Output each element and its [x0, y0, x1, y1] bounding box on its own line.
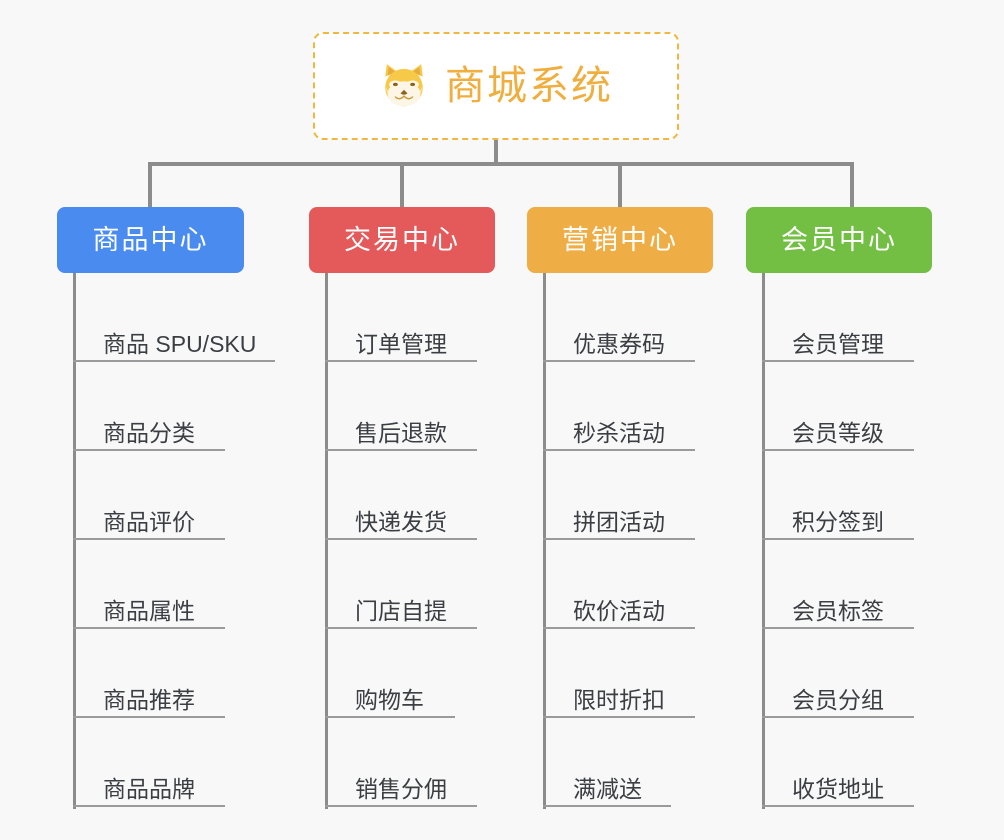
leaf-label: 商品分类: [103, 420, 195, 446]
column-spine: [543, 273, 546, 809]
leaf-underline: [73, 805, 225, 807]
leaf-item[interactable]: 订单管理: [325, 273, 477, 362]
leaf-item[interactable]: 砍价活动: [543, 540, 695, 629]
leaf-underline: [325, 627, 477, 629]
leaf-label: 售后退款: [355, 420, 447, 446]
leaf-item[interactable]: 优惠券码: [543, 273, 695, 362]
leaf-item[interactable]: 限时折扣: [543, 629, 695, 718]
leaf-label: 会员分组: [792, 687, 884, 713]
leaf-label: 会员等级: [792, 420, 884, 446]
leaf-label: 商品推荐: [103, 687, 195, 713]
leaf-underline: [325, 449, 477, 451]
leaf-underline: [325, 805, 477, 807]
leaf-item[interactable]: 商品推荐: [73, 629, 270, 718]
category-label: 商品中心: [92, 224, 209, 255]
leaf-item[interactable]: 购物车: [325, 629, 461, 718]
column-spine: [325, 273, 328, 809]
leaf-item[interactable]: 会员等级: [762, 362, 914, 451]
dog-face-icon: [379, 61, 429, 111]
leaf-underline: [73, 360, 275, 362]
category-label: 交易中心: [344, 224, 460, 255]
leaf-item[interactable]: 商品分类: [73, 362, 270, 451]
leaf-underline: [325, 716, 455, 718]
leaf-item[interactable]: 快递发货: [325, 451, 477, 540]
column-spine: [73, 273, 76, 809]
connector-drop-4: [850, 162, 854, 209]
leaf-item[interactable]: 收货地址: [762, 718, 914, 807]
leaf-underline: [762, 627, 914, 629]
leaf-item[interactable]: 商品评价: [73, 451, 270, 540]
category-box-member-center[interactable]: 会员中心: [746, 207, 932, 273]
leaf-underline: [73, 716, 225, 718]
connector-trunk: [494, 140, 498, 164]
leaf-underline: [762, 360, 914, 362]
connector-bus: [148, 162, 854, 166]
leaf-item[interactable]: 会员分组: [762, 629, 914, 718]
leaf-underline: [762, 805, 914, 807]
leaf-label: 商品属性: [103, 598, 195, 624]
leaf-list: 订单管理售后退款快递发货门店自提购物车销售分佣: [325, 273, 477, 807]
connector-drop-1: [148, 162, 152, 209]
root-node[interactable]: 商城系统: [313, 32, 679, 140]
leaf-underline: [762, 716, 914, 718]
leaf-label: 拼团活动: [573, 509, 665, 535]
leaf-underline: [73, 538, 225, 540]
leaf-item[interactable]: 积分签到: [762, 451, 914, 540]
leaf-item[interactable]: 售后退款: [325, 362, 477, 451]
category-label: 会员中心: [781, 224, 897, 255]
leaf-label: 积分签到: [792, 509, 884, 535]
leaf-underline: [325, 538, 477, 540]
leaf-label: 会员管理: [792, 331, 884, 357]
leaf-label: 满减送: [573, 776, 642, 802]
leaf-underline: [543, 716, 695, 718]
leaf-item[interactable]: 会员管理: [762, 273, 914, 362]
leaf-underline: [762, 538, 914, 540]
leaf-underline: [73, 449, 225, 451]
category-box-trade-center[interactable]: 交易中心: [309, 207, 495, 273]
leaf-item[interactable]: 会员标签: [762, 540, 914, 629]
leaf-list: 商品 SPU/SKU 商品分类商品评价商品属性商品推荐商品品牌: [73, 273, 275, 807]
leaf-item[interactable]: 满减送: [543, 718, 679, 807]
column-spine: [762, 273, 765, 809]
leaf-underline: [73, 627, 225, 629]
connector-drop-3: [618, 162, 622, 209]
leaf-list: 会员管理会员等级积分签到会员标签会员分组收货地址: [762, 273, 914, 807]
leaf-underline: [325, 360, 477, 362]
category-label: 营销中心: [562, 224, 678, 255]
leaf-list: 优惠券码秒杀活动拼团活动砍价活动限时折扣满减送: [543, 273, 695, 807]
leaf-item[interactable]: 拼团活动: [543, 451, 695, 540]
leaf-label: 优惠券码: [573, 331, 665, 357]
leaf-item[interactable]: 秒杀活动: [543, 362, 695, 451]
leaf-underline: [543, 805, 671, 807]
leaf-label: 订单管理: [355, 331, 447, 357]
leaf-label: 销售分佣: [355, 776, 447, 802]
leaf-label: 砍价活动: [573, 598, 665, 624]
leaf-label: 购物车: [355, 687, 424, 713]
leaf-item[interactable]: 商品属性: [73, 540, 270, 629]
leaf-label: 秒杀活动: [573, 420, 665, 446]
leaf-underline: [543, 449, 695, 451]
category-box-product-center[interactable]: 商品中心: [57, 207, 244, 273]
leaf-label: 收货地址: [792, 776, 884, 802]
leaf-label: 商品 SPU/SKU: [103, 331, 257, 357]
leaf-label: 商品评价: [103, 509, 195, 535]
leaf-underline: [543, 627, 695, 629]
connector-drop-2: [400, 162, 404, 209]
category-box-marketing-center[interactable]: 营销中心: [527, 207, 713, 273]
leaf-underline: [543, 360, 695, 362]
leaf-label: 门店自提: [355, 598, 447, 624]
leaf-underline: [543, 538, 695, 540]
leaf-item[interactable]: 商品品牌: [73, 718, 270, 807]
leaf-label: 限时折扣: [573, 687, 665, 713]
leaf-label: 快递发货: [355, 509, 447, 535]
leaf-item[interactable]: 商品 SPU/SKU: [73, 273, 275, 362]
leaf-underline: [762, 449, 914, 451]
leaf-item[interactable]: 门店自提: [325, 540, 477, 629]
root-title: 商城系统: [445, 64, 613, 108]
leaf-label: 会员标签: [792, 598, 884, 624]
leaf-label: 商品品牌: [103, 776, 195, 802]
leaf-item[interactable]: 销售分佣: [325, 718, 477, 807]
